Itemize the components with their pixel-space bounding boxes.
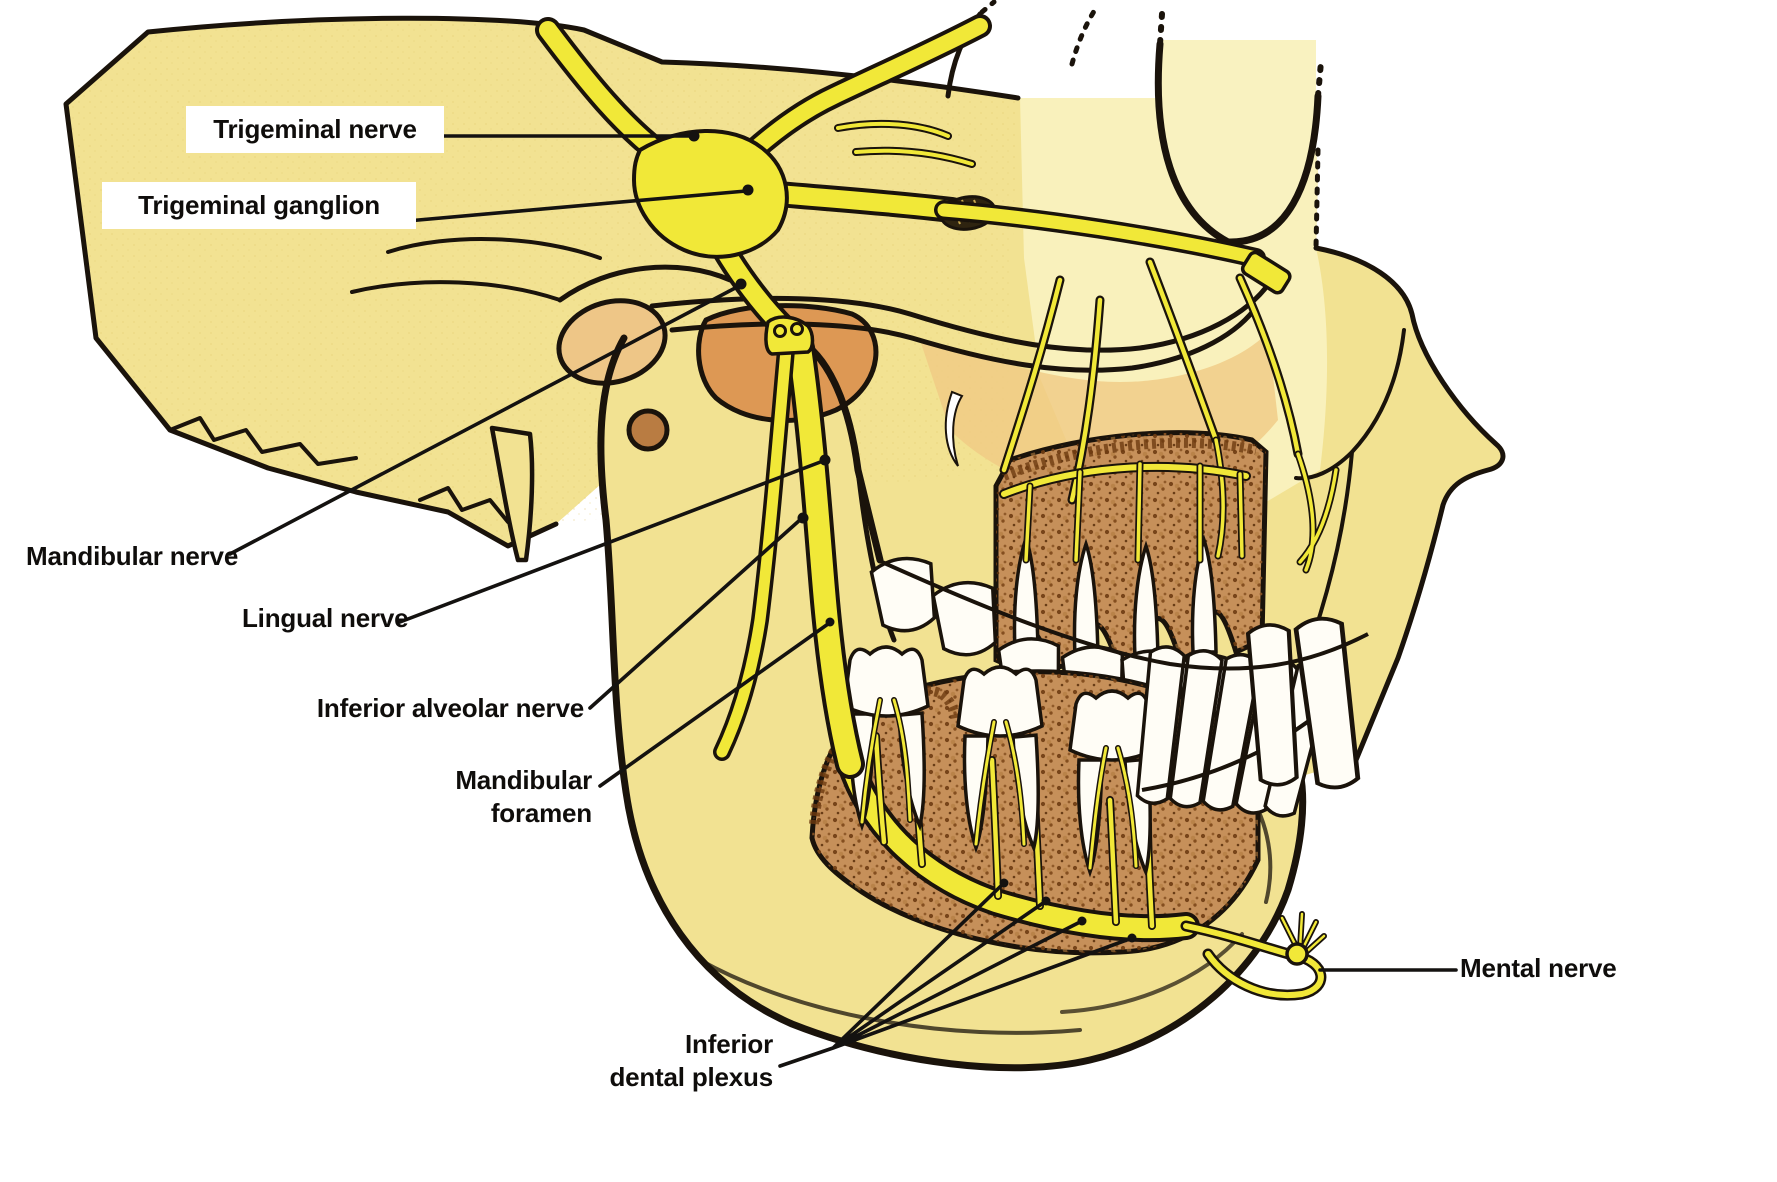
upper-front-teeth xyxy=(881,560,1369,790)
infratemporal-outline xyxy=(696,303,879,423)
upper-right-branch xyxy=(744,18,988,160)
inferior-alveolar-descending xyxy=(789,337,861,775)
leader-lines xyxy=(228,130,1458,1068)
mental-nerve-sprig xyxy=(1280,912,1326,956)
acoustic-meatus xyxy=(626,408,670,452)
leader-inferior-alveolar xyxy=(588,517,803,710)
lower-gum-line xyxy=(1141,712,1320,792)
cranium-texture xyxy=(66,18,1018,547)
root-pulp-thread xyxy=(860,698,1138,870)
leader-dot xyxy=(688,130,700,142)
leader-dot xyxy=(1041,896,1051,906)
label-line: foramen xyxy=(490,797,592,828)
tooth-crown xyxy=(930,577,1003,660)
upper-gum-line xyxy=(881,560,1369,671)
leader-mandibular-foramen xyxy=(598,622,830,788)
orbit-rim-dotted xyxy=(1157,11,1324,99)
meningeal-twig xyxy=(836,121,974,166)
tooth-crown xyxy=(868,553,942,637)
lingual-descending xyxy=(716,344,792,758)
leader-dot xyxy=(999,878,1009,888)
infraorbital-nerve xyxy=(937,203,1263,265)
styloid-process xyxy=(489,425,535,563)
mental-nerve-loop xyxy=(1183,923,1324,999)
tooth-crown xyxy=(842,645,930,718)
label-lingual-nerve: Lingual nerve xyxy=(242,603,409,633)
cranium-jagged-edge xyxy=(168,416,510,524)
trigeminal-nerve-system xyxy=(535,14,1340,779)
dental-branch xyxy=(989,757,1001,899)
leader-dot xyxy=(742,184,754,196)
ophthalmic-branch xyxy=(539,21,667,161)
label-mental-nerve: Mental nerve xyxy=(1460,953,1617,983)
leader-dot xyxy=(819,454,831,466)
label-trigeminal-nerve: Trigeminal nerve xyxy=(186,106,444,153)
label-mandibular-nerve: Mandibular nerve xyxy=(26,541,239,571)
foramen-ovale-nerve xyxy=(764,315,815,356)
leader-dot xyxy=(797,512,809,524)
infraorbital-cut-stub xyxy=(1240,250,1292,295)
mental-foramen xyxy=(1285,942,1309,966)
foramen-ovale-curl xyxy=(790,322,804,336)
label-line: Inferior xyxy=(685,1029,773,1059)
foramen-ovale-curl xyxy=(773,324,787,338)
leader-lingual-nerve xyxy=(398,459,825,624)
leader-trigeminal-ganglion xyxy=(394,189,748,224)
dental-branch xyxy=(1107,797,1119,925)
upper-block-cut-edge xyxy=(1002,437,1258,481)
leader-dot xyxy=(1077,916,1087,926)
zygomatic-arch-top xyxy=(649,279,1273,353)
label-mandibular-foramen: Mandibular foramen xyxy=(438,764,592,829)
leader-inferior-dental-plexus xyxy=(778,881,1134,1068)
cranium-outline xyxy=(63,15,1506,763)
tmj-crescent xyxy=(944,390,964,467)
label-trigeminal-ganglion: Trigeminal ganglion xyxy=(102,182,416,229)
label-line: dental plexus xyxy=(609,1061,773,1092)
label-inferior-dental-plexus: Inferior dental plexus xyxy=(577,1028,773,1093)
leader-dot xyxy=(1127,933,1137,943)
chin-inner-line xyxy=(1060,932,1244,1014)
orbit-inner-fill xyxy=(1160,40,1316,241)
temporal-ridge-1 xyxy=(386,237,602,260)
bone-outlines xyxy=(63,0,1506,1072)
superior-alveolar-branch xyxy=(1001,259,1301,503)
label-inferior-alveolar-nerve: Inferior alveolar nerve xyxy=(316,693,584,723)
leader-dot xyxy=(735,278,747,290)
leader-mandibular-nerve xyxy=(228,284,741,556)
temporal-ridge-2 xyxy=(350,280,562,302)
leader-dot xyxy=(825,617,835,627)
facial-twig xyxy=(1214,438,1338,572)
condyle-shade xyxy=(558,300,666,384)
lower-jaw-cutaway xyxy=(809,643,1335,1001)
tooth-crown xyxy=(956,665,1044,738)
label-line: Mandibular xyxy=(455,765,592,795)
dental-branch xyxy=(873,733,887,845)
fossa-arc xyxy=(557,264,733,303)
superior-dental-twig xyxy=(1024,462,1244,562)
temporal-curve-dotted xyxy=(979,0,1321,251)
